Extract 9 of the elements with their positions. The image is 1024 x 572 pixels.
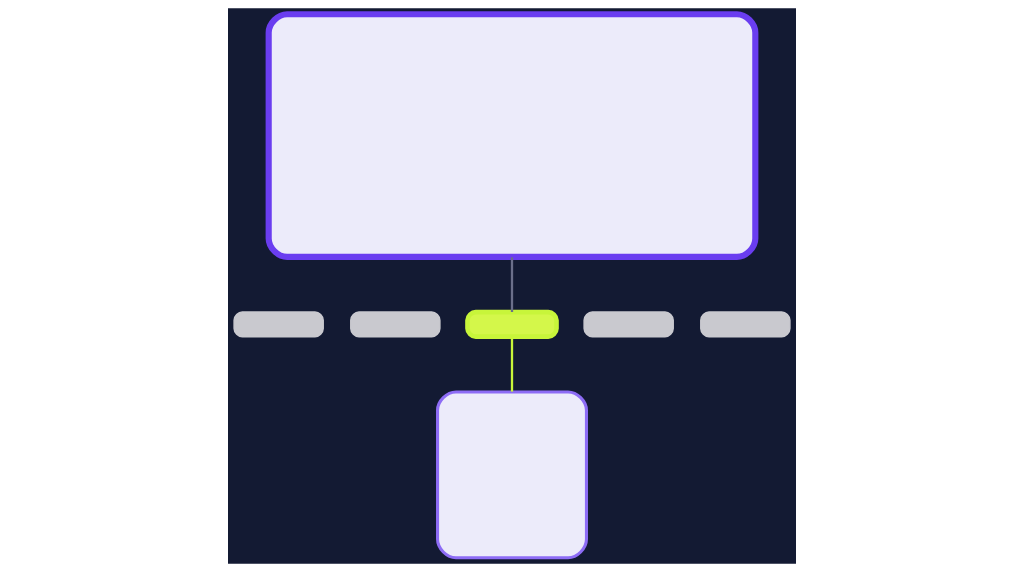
node-pill [350,311,441,338]
connector [510,257,514,312]
connector [510,337,514,392]
node-pill [465,309,559,339]
node-pill [700,311,791,338]
node-pill [233,311,324,338]
node-box [436,390,588,560]
node-box [265,11,759,260]
node-pill [583,311,674,338]
